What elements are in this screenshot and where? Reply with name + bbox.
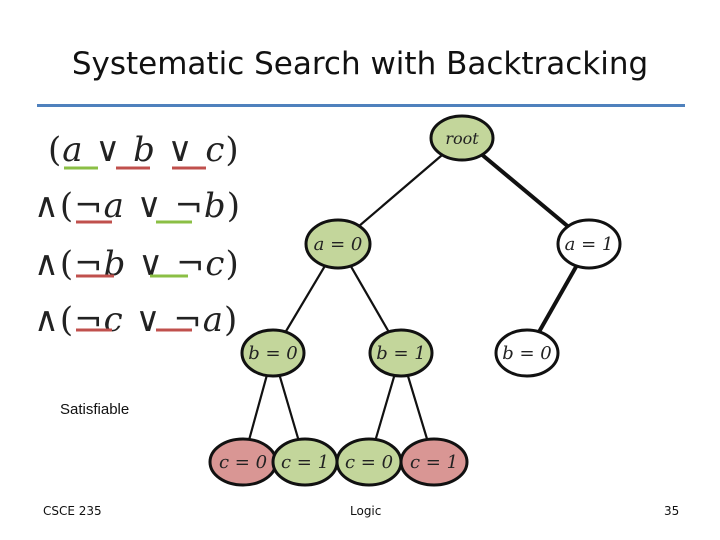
clause-close-paren: ): [226, 186, 241, 226]
clause-close-paren: ): [225, 130, 240, 170]
tree-node-a1: a = 1: [556, 218, 622, 270]
node-ellipse: [429, 114, 495, 162]
and-open-paren: ∧(: [34, 244, 75, 284]
literal-a: a: [62, 130, 84, 170]
or-operator: ∨: [124, 186, 175, 226]
node-ellipse: [304, 218, 372, 270]
tree-node-a0b1c1: c = 1: [399, 437, 469, 487]
node-label: c = 1: [410, 452, 458, 473]
node-label: b = 0: [502, 343, 552, 364]
node-label: c = 0: [345, 452, 393, 473]
tree-node-a0b0c0: c = 0: [208, 437, 278, 487]
node-label: b = 0: [248, 343, 298, 364]
literal-b: b: [133, 130, 156, 170]
node-ellipse: [494, 328, 560, 378]
clause-open-paren: (: [48, 130, 63, 170]
slide-title: Systematic Search with Backtracking: [71, 46, 649, 82]
literal-not-c: ¬c: [74, 300, 124, 340]
literal-not-a: ¬a: [173, 300, 224, 340]
footer-topic: Logic: [350, 504, 382, 518]
or-operator: ∨: [83, 130, 134, 170]
tree-node-a1b0: b = 0: [494, 328, 560, 378]
clause-close-paren: ): [223, 300, 239, 340]
clause-2: ∧(¬a ∨ ¬b): [34, 186, 241, 226]
node-ellipse: [240, 328, 306, 378]
tree-node-a0b0: b = 0: [240, 328, 306, 378]
tree-node-a0b0c1: c = 1: [271, 437, 339, 487]
clause-close-paren: ): [225, 244, 240, 284]
and-open-paren: ∧(: [34, 300, 75, 340]
satisfiable-label: Satisfiable: [60, 401, 130, 418]
or-operator: ∨: [155, 130, 206, 170]
node-label: a = 0: [314, 234, 363, 255]
footer-course: CSCE 235: [43, 504, 102, 518]
literal-not-b: ¬b: [174, 186, 227, 226]
cnf-formula: (a ∨ b ∨ c) ∧(¬a ∨ ¬b) ∧( ¬b ∨ ¬c) ∧(¬c ∨…: [34, 128, 240, 348]
node-label: a = 1: [565, 234, 614, 255]
node-ellipse: [399, 437, 469, 487]
footer-page-number: 35: [664, 504, 680, 518]
node-label: b = 1: [376, 343, 426, 364]
tree-node-a0: a = 0: [304, 218, 372, 270]
tree-node-a0b1: b = 1: [368, 328, 434, 378]
node-ellipse: [368, 328, 434, 378]
node-ellipse: [556, 218, 622, 270]
and-open-paren: ∧(: [34, 186, 75, 226]
node-label: c = 0: [219, 452, 267, 473]
literal-c: c: [205, 130, 226, 170]
node-label: c = 1: [281, 452, 329, 473]
tree-node-a0b1c0: c = 0: [335, 437, 403, 487]
title-divider: [37, 104, 685, 107]
clause-1: (a ∨ b ∨ c): [48, 130, 240, 170]
literal-not-a: ¬a: [74, 186, 125, 226]
tree-node-root: root: [429, 114, 495, 162]
clause-4: ∧(¬c ∨ ¬a): [34, 300, 238, 340]
node-label: root: [445, 129, 479, 148]
or-operator: ∨: [123, 300, 174, 340]
